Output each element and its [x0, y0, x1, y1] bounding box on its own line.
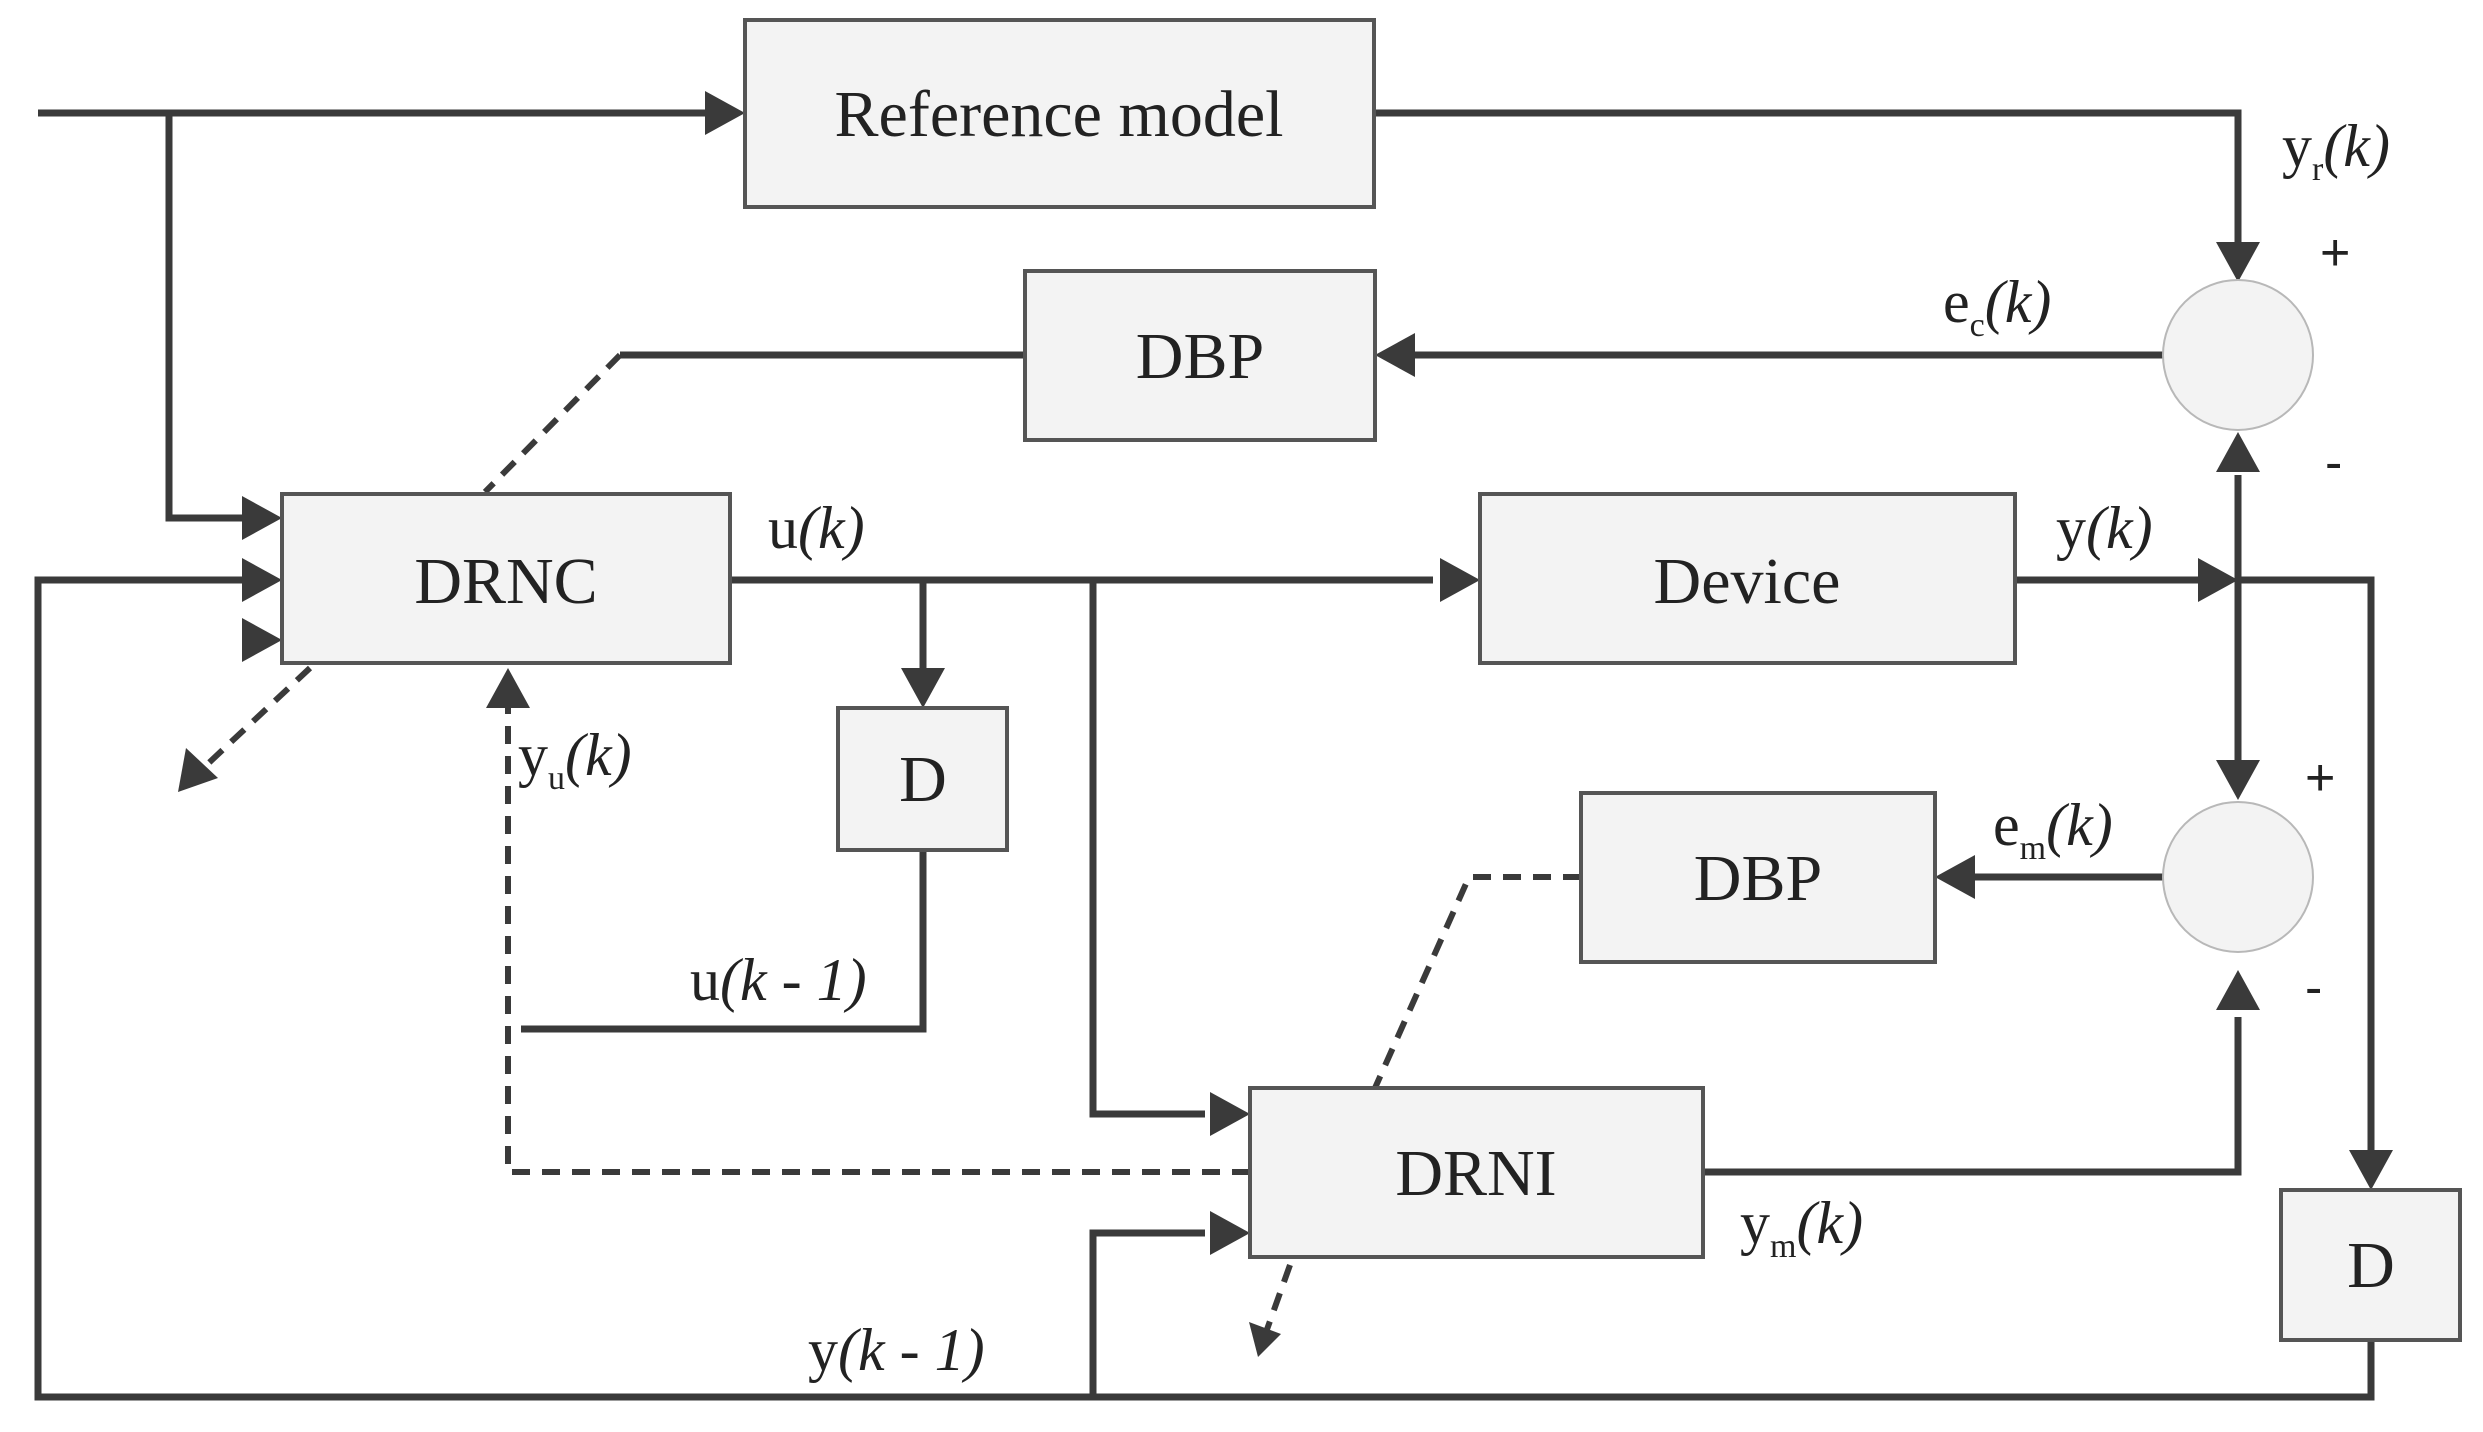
yu-label: yu(k): [518, 722, 632, 797]
drnc-block: DRNC: [280, 492, 732, 665]
arrow-into-drni-u: [1210, 1092, 1250, 1136]
arrow-into-bottom-sum-y: [2216, 760, 2260, 800]
arrow-into-reference-model: [705, 91, 745, 135]
arrow-drnc-learning: [178, 748, 218, 792]
device-block: Device: [1478, 492, 2017, 665]
dbp-identifier-label: DBP: [1694, 842, 1822, 915]
top-sum-plus-sign: +: [2320, 224, 2350, 282]
arrow-into-drnc-y-prev: [242, 558, 282, 602]
y-right-wire: [2238, 576, 2375, 1150]
arrow-into-top-sum-y: [2216, 432, 2260, 472]
y-prev-to-drni-wire: [1089, 1229, 1205, 1397]
ym-label: ym(k): [1740, 1190, 1863, 1265]
yr-label: yr(k): [2282, 113, 2390, 188]
arrow-drni-learning: [1249, 1322, 1281, 1357]
reference-model-block: Reference model: [743, 18, 1376, 209]
delay-y-block: D: [2279, 1188, 2462, 1342]
drnc-learning-dashed: [195, 665, 313, 776]
arrow-into-top-sum-yr: [2216, 242, 2260, 282]
yr-wire: [1374, 109, 2242, 262]
controller-update-dashed: [482, 352, 623, 495]
reference-model-label: Reference model: [835, 78, 1284, 151]
arrow-into-drnc-input: [242, 496, 282, 540]
arrow-into-dbp-em: [1935, 855, 1975, 899]
arrow-into-delay-u: [901, 668, 945, 708]
drnc-label: DRNC: [414, 545, 597, 618]
delay-u-block: D: [836, 706, 1009, 852]
dbp-identifier-block: DBP: [1579, 791, 1937, 964]
arrow-into-device: [1440, 558, 1480, 602]
blocks: Reference model DBP DRNC Device D DBP DR…: [280, 18, 2462, 1342]
ec-label: ec(k): [1943, 269, 2051, 344]
bottom-sum-minus-sign: -: [2305, 959, 2322, 1017]
u-prev-wire: [521, 850, 927, 1033]
delay-u-label: D: [899, 743, 947, 816]
summing-junctions: [2162, 279, 2314, 953]
u-prev-label: u(k - 1): [690, 947, 867, 1013]
ym-wire: [1703, 1017, 2242, 1176]
arrowheads: [178, 91, 2393, 1357]
em-label: em(k): [1993, 792, 2113, 867]
arrow-into-bottom-sum-ym: [2216, 970, 2260, 1010]
y-prev-label: y(k - 1): [808, 1317, 985, 1383]
arrow-into-drnc-u-prev: [242, 618, 282, 662]
bottom-summing-junction: [2162, 801, 2314, 953]
signal-labels: yr(k) ec(k) u(k) y(k) yu(k) em(k) u(k - …: [518, 113, 2390, 1383]
drni-learning-dashed: [1262, 1263, 1293, 1337]
top-sum-minus-sign: -: [2325, 434, 2342, 492]
bottom-sum-plus-sign: +: [2305, 749, 2335, 807]
input-to-drnc-wire: [165, 113, 255, 522]
drni-block: DRNI: [1248, 1086, 1705, 1259]
signal-wires: [34, 109, 2375, 1401]
sign-markers: + - + -: [2305, 224, 2350, 1017]
identifier-update-dashed: [1372, 874, 1581, 1090]
arrow-into-drni-y-prev: [1210, 1211, 1250, 1255]
y-prev-wire: [34, 576, 2375, 1401]
yu-dashed: [505, 700, 1250, 1175]
y-label: y(k): [2056, 495, 2153, 561]
arrow-into-delay-y: [2349, 1150, 2393, 1190]
arrow-y-out: [2198, 558, 2238, 602]
u-label: u(k): [768, 495, 865, 561]
device-label: Device: [1654, 545, 1841, 618]
u-to-drni-wire: [1089, 580, 1205, 1118]
dbp-controller-block: DBP: [1023, 269, 1377, 442]
top-summing-junction: [2162, 279, 2314, 431]
drni-label: DRNI: [1395, 1137, 1556, 1210]
dbp-controller-label: DBP: [1136, 320, 1264, 393]
delay-y-label: D: [2347, 1229, 2395, 1302]
arrow-into-dbp-ec: [1375, 333, 1415, 377]
arrow-into-drnc-yu: [486, 668, 530, 708]
